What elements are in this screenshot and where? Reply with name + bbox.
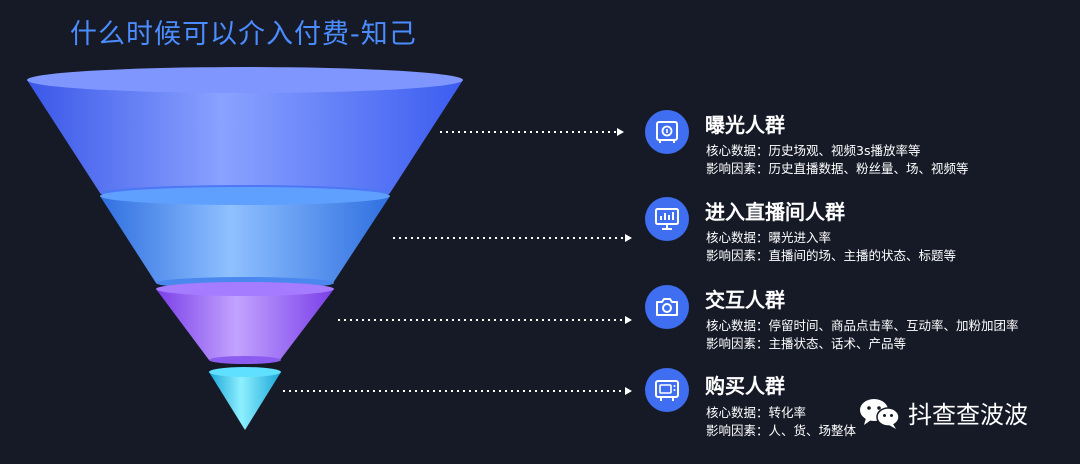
funnel-tier-interaction <box>156 282 334 364</box>
funnel-tier-purchase <box>209 367 281 430</box>
connector-arrowheads <box>617 128 632 395</box>
brand-name: 抖查查波波 <box>908 401 1028 429</box>
stage-title-enter-room: 进入直播间人群 <box>705 200 845 224</box>
stage-core-enter-room: 核心数据：曝光进入率 <box>706 230 832 245</box>
connector-lines <box>283 131 624 392</box>
funnel-tier-enter-room <box>100 187 390 289</box>
camera-icon <box>645 285 689 329</box>
stage-factors-exposure: 影响因素：历史直播数据、粉丝量、场、视频等 <box>706 161 969 176</box>
stage-factors-interaction: 影响因素：主播状态、话术、产品等 <box>706 336 907 351</box>
stage-title-purchase: 购买人群 <box>705 374 785 398</box>
funnel-tier-exposure <box>27 67 463 201</box>
stage-factors-enter-room: 影响因素：直播间的场、主播的状态、标题等 <box>706 248 957 263</box>
stage-core-exposure: 核心数据：历史场观、视频3s播放率等 <box>706 143 921 158</box>
stage-title-exposure: 曝光人群 <box>705 113 785 137</box>
monitor-chart-icon <box>645 197 689 241</box>
stage-title-interaction: 交互人群 <box>705 288 785 312</box>
stage-core-purchase: 核心数据：转化率 <box>706 405 807 420</box>
stage-factors-purchase: 影响因素：人、货、场整体 <box>706 423 857 438</box>
tv-icon <box>645 368 689 412</box>
stage-core-interaction: 核心数据：停留时间、商品点击率、互动率、加粉加团率 <box>706 318 1019 333</box>
slide-title: 什么时候可以介入付费-知己 <box>70 19 417 50</box>
brand-watermark: 抖查查波波 <box>858 395 1028 430</box>
safe-icon <box>645 110 689 154</box>
wechat-icon <box>860 398 900 429</box>
